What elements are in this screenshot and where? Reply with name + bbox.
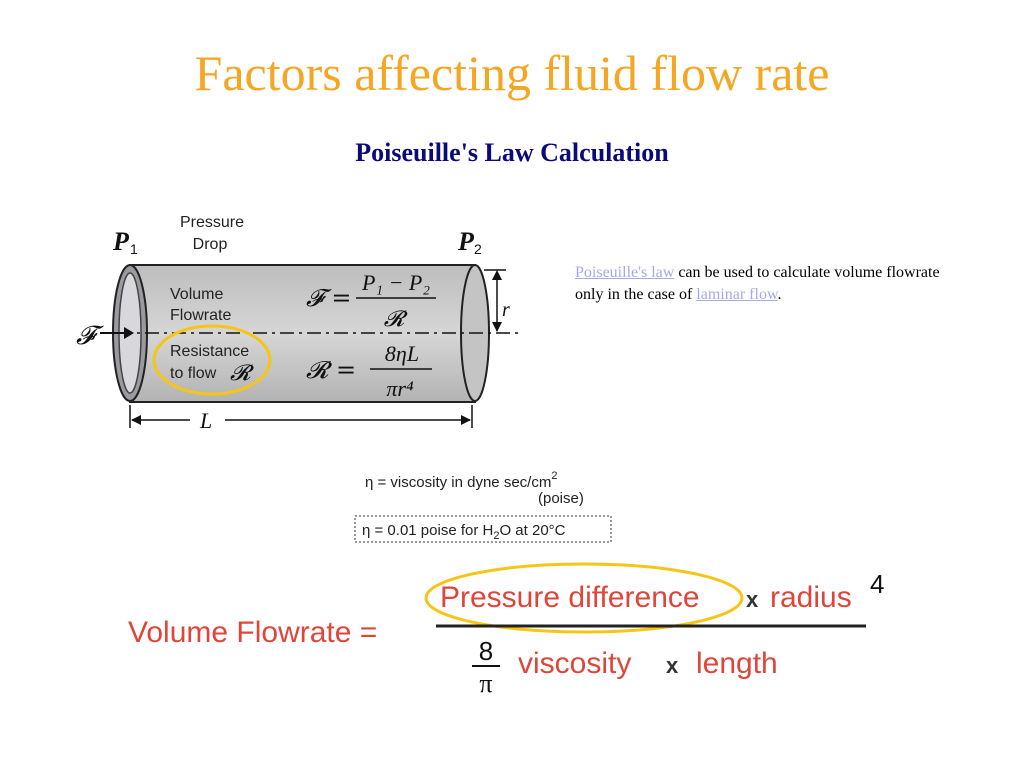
length-arrow-head-right [461, 415, 471, 425]
poiseuille-formula: Volume Flowrate = Pressure difference x … [128, 562, 884, 698]
constant-numerator: 8 [479, 636, 493, 666]
viscosity-unit: (poise) [538, 490, 584, 507]
eq1-numerator: P₁ − P₂ [361, 270, 430, 295]
p2-subscript: 2 [474, 241, 482, 257]
numerator-pressure-difference: Pressure difference [440, 581, 700, 614]
denominator-length: length [696, 647, 778, 680]
water-viscosity-sub: 2 [493, 530, 499, 542]
formula-lhs: Volume Flowrate = [128, 616, 377, 649]
poiseuille-law-link[interactable]: Poiseuille's law [575, 264, 675, 281]
eq2-lhs: 𝓡 = [306, 356, 356, 384]
pressure-drop-label-1: Pressure [180, 214, 244, 231]
pressure-drop-label-2: Drop [193, 236, 228, 253]
denominator-times: x [666, 653, 679, 678]
description-part-1: can be used to calculate volume flowrate [674, 264, 940, 281]
resistance-symbol: 𝓡 [230, 361, 254, 386]
radius-arrow-head-top [492, 270, 502, 280]
length-label: L [199, 408, 212, 433]
length-arrow-head-left [131, 415, 141, 425]
flow-arrow-head [124, 327, 134, 339]
resistance-label-2: to flow [170, 365, 217, 382]
denominator-viscosity: viscosity [518, 647, 631, 680]
viscosity-definition: η = viscosity in dyne sec/cm2 [365, 470, 557, 491]
description-part-2: only in the case of [575, 286, 697, 303]
viscosity-sup: 2 [551, 470, 557, 482]
flow-symbol-left: 𝓕 [76, 321, 104, 351]
numerator-times: x [746, 587, 759, 612]
radius-arrow-head-bottom [492, 322, 502, 332]
eq1-lhs: 𝓕 = [306, 284, 351, 312]
water-viscosity-text: η = 0.01 poise for H2O at 20°C [362, 522, 566, 542]
radius-label: r [502, 299, 510, 321]
pipe-diagram: 𝓕 Pressure Drop P 1 P 2 Volume Flowrate … [76, 214, 520, 433]
viscosity-note: η = viscosity in dyne sec/cm2 (poise) η … [354, 470, 612, 543]
volume-flowrate-label-2: Flowrate [170, 307, 231, 324]
resistance-label-1: Resistance [170, 343, 249, 360]
p1-label: P [112, 227, 130, 256]
water-viscosity-box [354, 515, 612, 543]
slide-subtitle: Poiseuille's Law Calculation [355, 138, 669, 167]
eq2-denominator: πr⁴ [386, 376, 414, 401]
numerator-radius: radius [770, 581, 852, 614]
p2-label: P [457, 227, 475, 256]
slide-title: Factors affecting fluid flow rate [194, 45, 830, 101]
pressure-difference-highlight-ring [424, 562, 744, 634]
constant-denominator: π [479, 669, 492, 698]
laminar-flow-link[interactable]: laminar flow [696, 286, 778, 303]
p1-subscript: 1 [130, 241, 138, 257]
radius-exponent: 4 [870, 569, 884, 599]
description-part-3: . [777, 286, 782, 303]
eq1-denominator: 𝓡 [384, 307, 408, 332]
resistance-highlight-ring [152, 324, 272, 396]
description-text: Poiseuille's law can be used to calculat… [575, 262, 995, 306]
eq2-numerator: 8ηL [385, 341, 419, 366]
volume-flowrate-label-1: Volume [170, 286, 223, 303]
